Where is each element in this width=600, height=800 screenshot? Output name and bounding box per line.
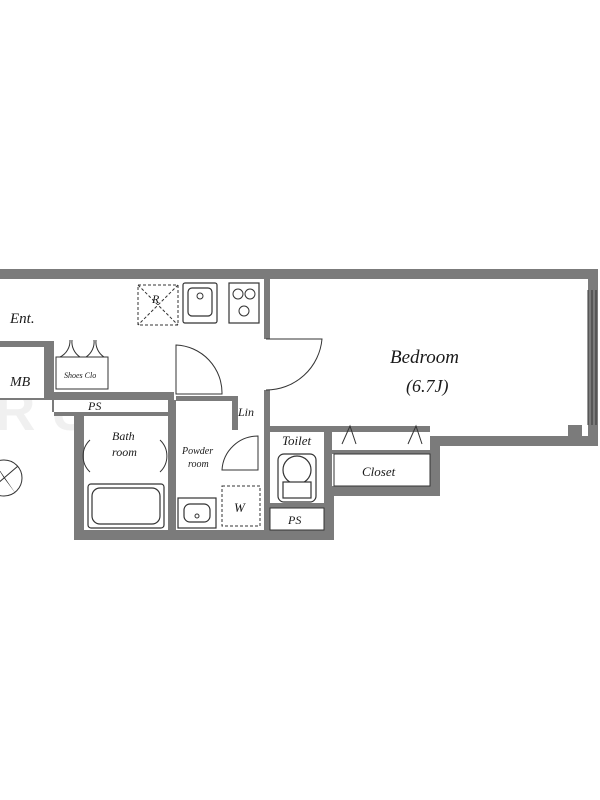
closet-doors: [341, 424, 423, 445]
powder-room-door: [175, 344, 223, 395]
closet-label: Closet: [362, 464, 396, 479]
outer-wall: [0, 269, 598, 540]
shoes-closet-doors: [55, 339, 109, 390]
shoes-closet-label: Shoes Clo: [64, 371, 96, 380]
linen-label: Lin: [237, 405, 254, 419]
entrance-door: [265, 338, 323, 391]
closet-box: [333, 453, 431, 487]
pipe-space-label-2: PS: [287, 513, 301, 527]
refrigerator-space: R: [137, 284, 179, 326]
powder-label-line1: Powder: [181, 446, 213, 457]
compass-icon: [0, 459, 23, 497]
linen-door: [221, 435, 259, 471]
bath-label-line2: room: [112, 445, 137, 459]
ps-box-toilet: [269, 507, 325, 531]
stove: [228, 282, 260, 324]
bath-label-line1: Bath: [112, 429, 135, 443]
bathtub: [87, 483, 165, 529]
meter-box-label: MB: [9, 375, 31, 390]
toilet-label: Toilet: [282, 433, 312, 448]
entrance-label: Ent.: [9, 311, 35, 327]
washer-label: W: [234, 500, 246, 515]
wash-basin: [177, 497, 217, 529]
bedroom-label: Bedroom: [390, 347, 459, 368]
bedroom-size-label: (6.7J): [406, 376, 448, 397]
powder-label-line2: room: [188, 459, 209, 470]
refrigerator-label: R: [151, 292, 160, 306]
toilet-fixture: [277, 453, 317, 503]
interior-walls: [0, 279, 430, 530]
window: [587, 290, 597, 425]
kitchen-sink: [182, 282, 218, 324]
wall-notch: [568, 425, 582, 437]
washer-space: [221, 485, 261, 527]
pipe-space-label: PS: [87, 399, 101, 413]
